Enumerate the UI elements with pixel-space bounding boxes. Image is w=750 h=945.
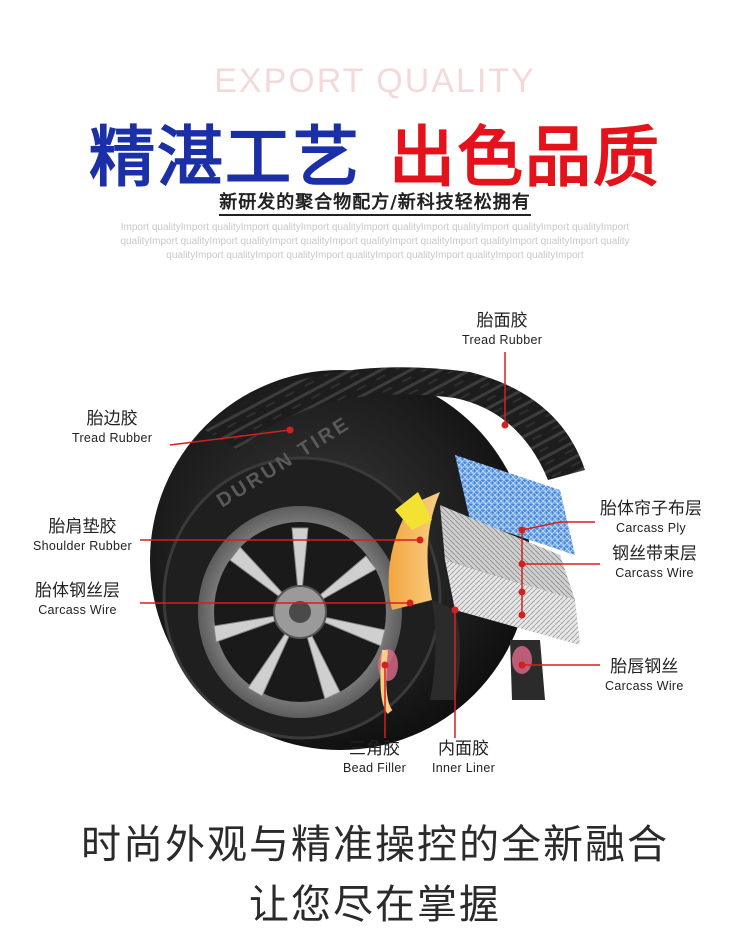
- callout-dots: [286, 421, 526, 669]
- fine-print-line-1: Import qualityImport qualityImport quali…: [120, 222, 630, 233]
- label-carcass-ply-en: Carcass Ply: [616, 521, 686, 535]
- tagline-line-2: 让您尽在掌握: [249, 882, 501, 928]
- headline: 精湛工艺出色品质: [0, 104, 750, 200]
- label-carcass-ply-zh: 胎体帘子布层: [600, 499, 702, 519]
- label-bead-wire-en: Carcass Wire: [605, 679, 684, 693]
- headline-craftsmanship: 精湛工艺: [89, 119, 361, 196]
- label-shoulder-rubber-en: Shoulder Rubber: [33, 539, 133, 553]
- label-shoulder-rubber: 胎肩垫胶 Shoulder Rubber: [33, 516, 132, 554]
- label-tread-rubber-side-zh: 胎边胶: [86, 409, 138, 429]
- label-bead-wire: 胎唇钢丝 Carcass Wire: [605, 656, 684, 694]
- export-quality-watermark: EXPORT QUALITY: [214, 62, 536, 100]
- subheadline-text: 新研发的聚合物配方/新科技轻松拥有: [219, 192, 531, 216]
- label-inner-liner: 内面胶 Inner Liner: [432, 738, 495, 776]
- carcass-ply-layer: [455, 455, 575, 555]
- label-tread-rubber-side-en: Tread Rubber: [72, 431, 153, 445]
- carcass-wire-layer: [445, 560, 580, 645]
- bead-filler-shape: [380, 649, 393, 714]
- label-tread-rubber-top-en: Tread Rubber: [462, 333, 543, 347]
- label-carcass-wire-left-en: Carcass Wire: [38, 603, 117, 617]
- label-steel-belt: 钢丝带束层 Carcass Wire: [612, 543, 697, 581]
- bead-wire-right: [512, 646, 532, 674]
- label-bead-wire-zh: 胎唇钢丝: [610, 657, 679, 677]
- bead-yellow: [395, 492, 432, 530]
- fine-print-line-3: qualityImport qualityImport qualityImpor…: [166, 250, 584, 261]
- wheel-center-cap: [289, 601, 311, 623]
- label-inner-liner-zh: 内面胶: [438, 739, 490, 759]
- label-bead-filler-en: Bead Filler: [343, 761, 407, 775]
- label-bead-filler-zh: 三角胶: [349, 739, 401, 759]
- fine-print-line-2: qualityImport qualityImport qualityImpor…: [120, 236, 630, 247]
- tagline-line-1: 时尚外观与精准操控的全新融合: [81, 822, 669, 868]
- subheadline: 新研发的聚合物配方/新科技轻松拥有: [0, 188, 750, 216]
- label-tread-rubber-side: 胎边胶 Tread Rubber: [72, 408, 152, 446]
- label-carcass-wire-left: 胎体钢丝层 Carcass Wire: [35, 580, 120, 618]
- label-bead-filler: 三角胶 Bead Filler: [343, 738, 406, 776]
- label-tread-rubber-top-zh: 胎面胶: [476, 311, 528, 331]
- label-steel-belt-en: Carcass Wire: [615, 566, 694, 580]
- label-shoulder-rubber-zh: 胎肩垫胶: [48, 517, 117, 537]
- callout-lines: [140, 352, 600, 738]
- label-carcass-ply: 胎体帘子布层 Carcass Ply: [600, 498, 702, 536]
- steel-belt-layer: [440, 505, 575, 600]
- headline-quality: 出色品质: [389, 119, 661, 196]
- tread-band: [205, 367, 585, 480]
- label-tread-rubber-top: 胎面胶 Tread Rubber: [462, 310, 542, 348]
- label-carcass-wire-left-zh: 胎体钢丝层: [35, 581, 120, 601]
- inner-liner-layer: [430, 600, 460, 700]
- label-steel-belt-zh: 钢丝带束层: [612, 544, 697, 564]
- label-inner-liner-en: Inner Liner: [432, 761, 496, 775]
